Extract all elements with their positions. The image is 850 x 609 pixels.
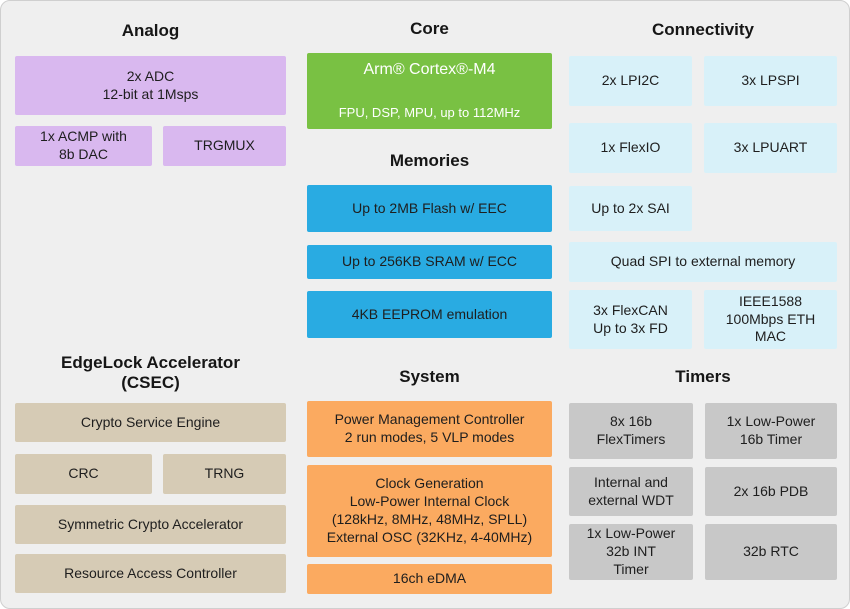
block-trgmux: TRGMUX [163,126,286,166]
edgelock-row: CRC TRNG [15,454,286,494]
section-system: System Power Management Controller 2 run… [307,367,552,594]
section-title-system: System [399,367,460,386]
block-lpspi: 3x LPSPI [704,56,837,106]
timers-row-2: Internal and external WDT 2x 16b PDB [569,467,837,516]
timers-row-3: 1x Low-Power 32b INT Timer 32b RTC [569,524,837,580]
block-edma: 16ch eDMA [307,564,552,594]
block-ethernet: IEEE1588 100Mbps ETH MAC [704,290,837,349]
section-title-core: Core [410,19,449,38]
block-lpi2c: 2x LPI2C [569,56,692,106]
connectivity-row-3: 3x FlexCAN Up to 3x FD IEEE1588 100Mbps … [569,290,837,349]
section-core: Core Arm® Cortex®-M4 FPU, DSP, MPU, up t… [307,19,552,129]
block-quadspi: Quad SPI to external memory [569,242,837,282]
connectivity-row-2: 1x FlexIO 3x LPUART [569,123,837,173]
block-flexcan: 3x FlexCAN Up to 3x FD [569,290,692,349]
core-chip-features: FPU, DSP, MPU, up to 112MHz [338,105,521,121]
section-connectivity: Connectivity 2x LPI2C 3x LPSPI 1x FlexIO… [569,20,837,349]
section-title-connectivity: Connectivity [651,20,755,39]
section-timers: Timers 8x 16b FlexTimers 1x Low-Power 16… [569,367,837,580]
block-adc: 2x ADC 12-bit at 1Msps [15,56,286,115]
block-acmp: 1x ACMP with 8b DAC [15,126,152,166]
section-title-timers: Timers [675,367,731,386]
block-symmetric-crypto: Symmetric Crypto Accelerator [15,505,286,544]
block-resource-access-controller: Resource Access Controller [15,554,286,593]
block-flash: Up to 2MB Flash w/ EEC [307,185,552,232]
block-trng: TRNG [163,454,286,494]
block-sram: Up to 256KB SRAM w/ ECC [307,245,552,279]
block-cortex-m4: Arm® Cortex®-M4 FPU, DSP, MPU, up to 112… [307,53,552,129]
core-chip-name: Arm® Cortex®-M4 [363,61,496,78]
timers-row-1: 8x 16b FlexTimers 1x Low-Power 16b Timer [569,403,837,459]
block-flexio: 1x FlexIO [569,123,692,173]
block-crypto-service-engine: Crypto Service Engine [15,403,286,442]
block-clock-generation: Clock Generation Low-Power Internal Cloc… [307,465,552,557]
block-pdb: 2x 16b PDB [705,467,837,516]
block-rtc: 32b RTC [705,524,837,580]
section-title-memories: Memories [389,151,470,170]
block-wdt: Internal and external WDT [569,467,693,516]
section-analog: Analog 2x ADC 12-bit at 1Msps 1x ACMP wi… [15,21,286,166]
block-crc: CRC [15,454,152,494]
block-low-power-32b-timer: 1x Low-Power 32b INT Timer [569,524,693,580]
analog-row: 1x ACMP with 8b DAC TRGMUX [15,126,286,166]
section-title-analog: Analog [121,21,180,40]
block-flextimers: 8x 16b FlexTimers [569,403,693,459]
section-edgelock: EdgeLock Accelerator (CSEC) Crypto Servi… [15,353,286,593]
connectivity-row-1: 2x LPI2C 3x LPSPI [569,56,837,106]
section-memories: Memories Up to 2MB Flash w/ EEC Up to 25… [307,151,552,338]
block-sai: Up to 2x SAI [569,186,692,231]
block-power-management: Power Management Controller 2 run modes,… [307,401,552,457]
block-eeprom: 4KB EEPROM emulation [307,291,552,338]
core-chip-text: Arm® Cortex®-M4 FPU, DSP, MPU, up to 112… [339,42,521,140]
block-lpuart: 3x LPUART [704,123,837,173]
block-low-power-16b-timer: 1x Low-Power 16b Timer [705,403,837,459]
section-title-edgelock: EdgeLock Accelerator (CSEC) [61,353,240,392]
